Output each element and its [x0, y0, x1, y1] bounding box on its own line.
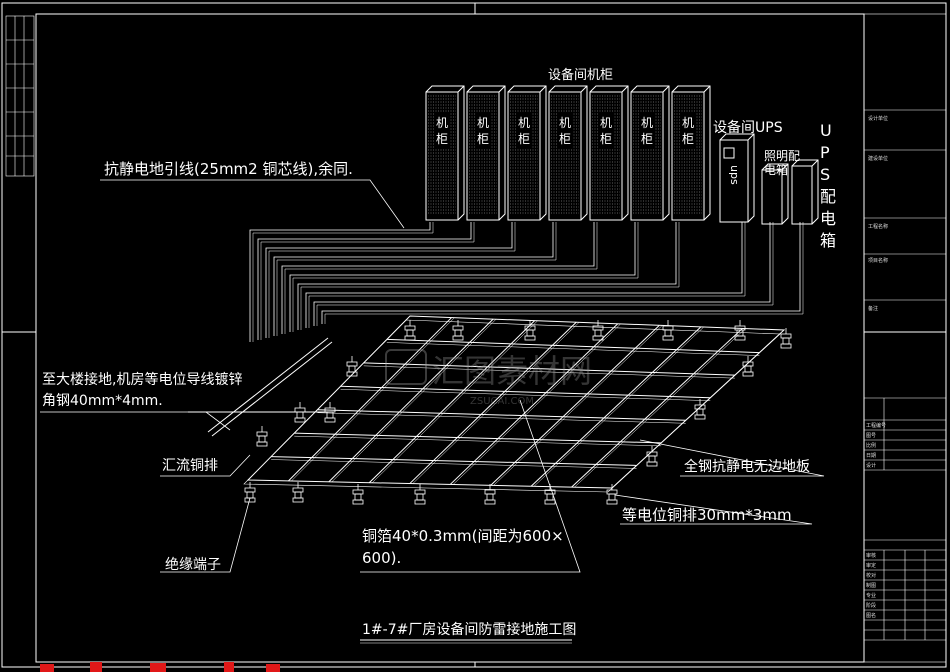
grounding-lead-wires	[249, 222, 804, 342]
ups-distribution-label-char: 电	[820, 209, 836, 228]
equipotential-label: 等电位铜排30mm*3mm	[622, 506, 792, 524]
title-block-row-14: 专业	[866, 592, 876, 599]
cabinet-6: 机柜	[630, 85, 670, 221]
cabinet-label-char: 机	[559, 116, 571, 130]
ups-distribution-label-char: U	[820, 121, 832, 140]
pedestal-terminal	[606, 484, 618, 505]
building-ground-label-line2: 角钢40mm*4mm.	[42, 393, 163, 409]
cabinet-label-char: 机	[477, 116, 489, 130]
lead-wire-label: 抗静电地引线(25mm2 铜芯线),余同.	[104, 160, 353, 178]
cabinet-label-char: 机	[600, 116, 612, 130]
watermark-main: 汇图素材网	[432, 352, 592, 390]
pedestal-terminal	[484, 484, 496, 505]
lighting-distribution-box	[761, 163, 789, 225]
pedestal-terminal	[662, 320, 674, 341]
title-block-row-3: 项目名称	[868, 257, 888, 264]
title-block-row-16: 图名	[866, 612, 876, 619]
title-block-row-4: 备注	[868, 305, 878, 312]
pedestal-terminal	[646, 446, 658, 467]
cabinet-3: 机柜	[507, 85, 547, 221]
copper-foil-label-line1: 铜箔40*0.3mm(间距为600×	[362, 527, 564, 545]
pedestal-terminal	[292, 482, 304, 503]
pedestal-terminal	[352, 484, 364, 505]
cabinet-label-char: 柜	[477, 132, 489, 146]
cabinet-label-char: 柜	[600, 132, 612, 146]
title-block-row-6: 图号	[866, 433, 876, 439]
ups-cabinet	[719, 133, 755, 223]
watermark-logo-icon	[385, 349, 427, 385]
cabinet-label-char: 柜	[518, 132, 530, 146]
pedestal-terminal	[452, 320, 464, 341]
cabinet-label-char: 柜	[682, 132, 694, 146]
ups-distribution-label-char: 箱	[820, 231, 836, 250]
grounding-busbar	[188, 337, 333, 437]
pedestal-terminal	[734, 320, 746, 341]
cabinet-label-char: 机	[518, 116, 530, 130]
title-block-row-10: 审核	[866, 552, 876, 559]
leader-lines	[40, 179, 825, 573]
title-block-text: 设计单位 建设单位 工程名称 项目名称 备注 工程编号 图号 比例 日期 设计 …	[866, 115, 888, 619]
title-block-row-9: 设计	[866, 462, 876, 469]
title-block-row-5: 工程编号	[866, 422, 886, 429]
pedestal-terminal	[592, 320, 604, 341]
pedestal-terminal	[404, 320, 416, 341]
building-ground-label-line1: 至大楼接地,机房等电位导线镀锌	[42, 371, 242, 388]
ups-cabinet-label: 设备间UPS	[713, 119, 783, 136]
pedestal-terminal	[780, 328, 792, 349]
left-binding-strip	[5, 15, 35, 177]
title-block-row-12: 校对	[866, 572, 876, 579]
lighting-box-label-1: 照明配	[764, 149, 800, 163]
cabinet-group-title: 设备间机柜	[548, 67, 613, 83]
red-marks	[40, 662, 280, 672]
pedestal-terminal	[524, 320, 536, 341]
title-block-row-0: 设计单位	[868, 115, 888, 122]
title-block-row-15: 阶段	[866, 602, 876, 609]
cabinet-label-char: 柜	[436, 132, 448, 146]
title-block-row-13: 制图	[866, 582, 876, 589]
cabinet-1: 机柜	[425, 85, 465, 221]
copper-foil-label-line2: 600).	[362, 549, 401, 567]
pedestal-terminal	[256, 426, 268, 447]
title-block-row-1: 建设单位	[868, 155, 888, 162]
ups-distribution-label-char: P	[820, 143, 830, 162]
ups-box-text: ups	[728, 165, 741, 185]
title-block	[863, 13, 947, 663]
cabinet-label-char: 柜	[559, 132, 571, 146]
title-block-row-8: 日期	[866, 453, 876, 459]
watermark: 汇图素材网 ZSUCAI.COM	[385, 349, 592, 407]
ups-distribution-label-char: 配	[820, 187, 836, 206]
title-block-row-7: 比例	[866, 442, 876, 449]
title-block-row-11: 审定	[866, 562, 876, 569]
pedestal-terminal	[742, 356, 754, 377]
title-block-row-2: 工程名称	[868, 223, 888, 230]
busbar-label: 汇流铜排	[162, 458, 218, 474]
pedestal-terminal	[694, 399, 706, 420]
floor-label: 全钢抗静电无边地板	[684, 458, 810, 475]
lighting-box-label-2: 电箱	[764, 162, 788, 177]
ups-distribution-label-char: S	[820, 165, 830, 184]
cabinet-label-char: 机	[436, 116, 448, 130]
insulated-terminal-label: 绝缘端子	[165, 557, 221, 573]
cabinet-label-char: 柜	[641, 132, 653, 146]
pedestal-terminal	[414, 484, 426, 505]
watermark-sub: ZSUCAI.COM	[470, 396, 534, 407]
drawing-title: 1#-7#厂房设备间防雷接地施工图	[362, 621, 576, 638]
cabinet-5: 机柜	[589, 85, 629, 221]
cabinet-label-char: 机	[682, 116, 694, 130]
cabinet-2: 机柜	[466, 85, 506, 221]
cabinet-4: 机柜	[548, 85, 588, 221]
ups-distribution-box	[791, 159, 819, 225]
pedestal-terminal	[324, 402, 336, 423]
pedestal-terminal	[346, 356, 358, 377]
cabinet-7: 机柜	[671, 85, 711, 221]
cabinet-label-char: 机	[641, 116, 653, 130]
